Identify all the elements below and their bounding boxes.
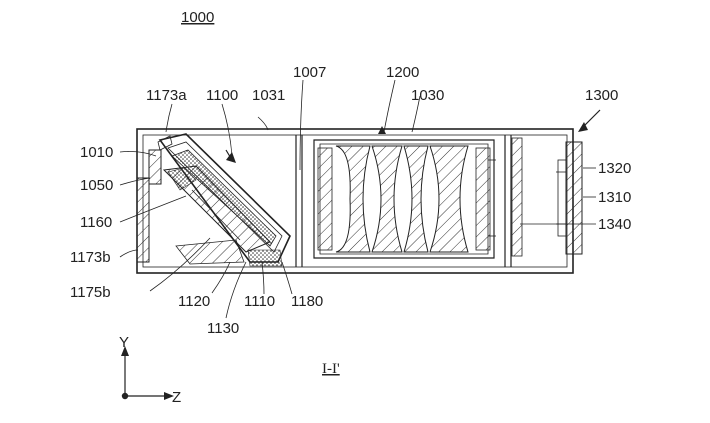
label-1180: 1180 — [291, 293, 323, 310]
coordinate-axes — [121, 346, 174, 400]
prism-unit — [157, 133, 291, 267]
label-1310: 1310 — [598, 189, 631, 206]
axis-z-label: Z — [172, 389, 181, 406]
lens-assembly — [313, 139, 496, 259]
label-1010: 1010 — [80, 144, 113, 161]
z-arrow-icon — [164, 392, 174, 400]
left-wall — [136, 149, 162, 263]
y-arrow-icon — [121, 346, 129, 356]
label-1340: 1340 — [598, 216, 631, 233]
label-1130: 1130 — [207, 320, 239, 337]
label-1175b: 1175b — [70, 284, 111, 301]
arrows — [225, 109, 601, 163]
label-1030: 1030 — [411, 87, 444, 104]
sensor-unit — [511, 137, 583, 257]
label-1120: 1120 — [178, 293, 210, 310]
label-1050: 1050 — [80, 177, 113, 194]
label-1173b: 1173b — [70, 249, 111, 266]
label-1160: 1160 — [80, 214, 112, 231]
label-1200: 1200 — [386, 64, 419, 81]
label-1300: 1300 — [585, 87, 618, 104]
axis-y-label: Y — [119, 334, 129, 351]
section-label: I-I' — [322, 361, 340, 377]
leader-lines — [119, 79, 596, 319]
label-1100: 1100 — [206, 87, 238, 104]
origin-dot-icon — [121, 392, 129, 400]
figure-number: 1000 — [181, 9, 214, 26]
label-1007: 1007 — [293, 64, 326, 81]
label-1320: 1320 — [598, 160, 631, 177]
label-1031: 1031 — [252, 87, 285, 104]
label-1110: 1110 — [244, 293, 275, 310]
label-1173a: 1173a — [146, 87, 187, 104]
